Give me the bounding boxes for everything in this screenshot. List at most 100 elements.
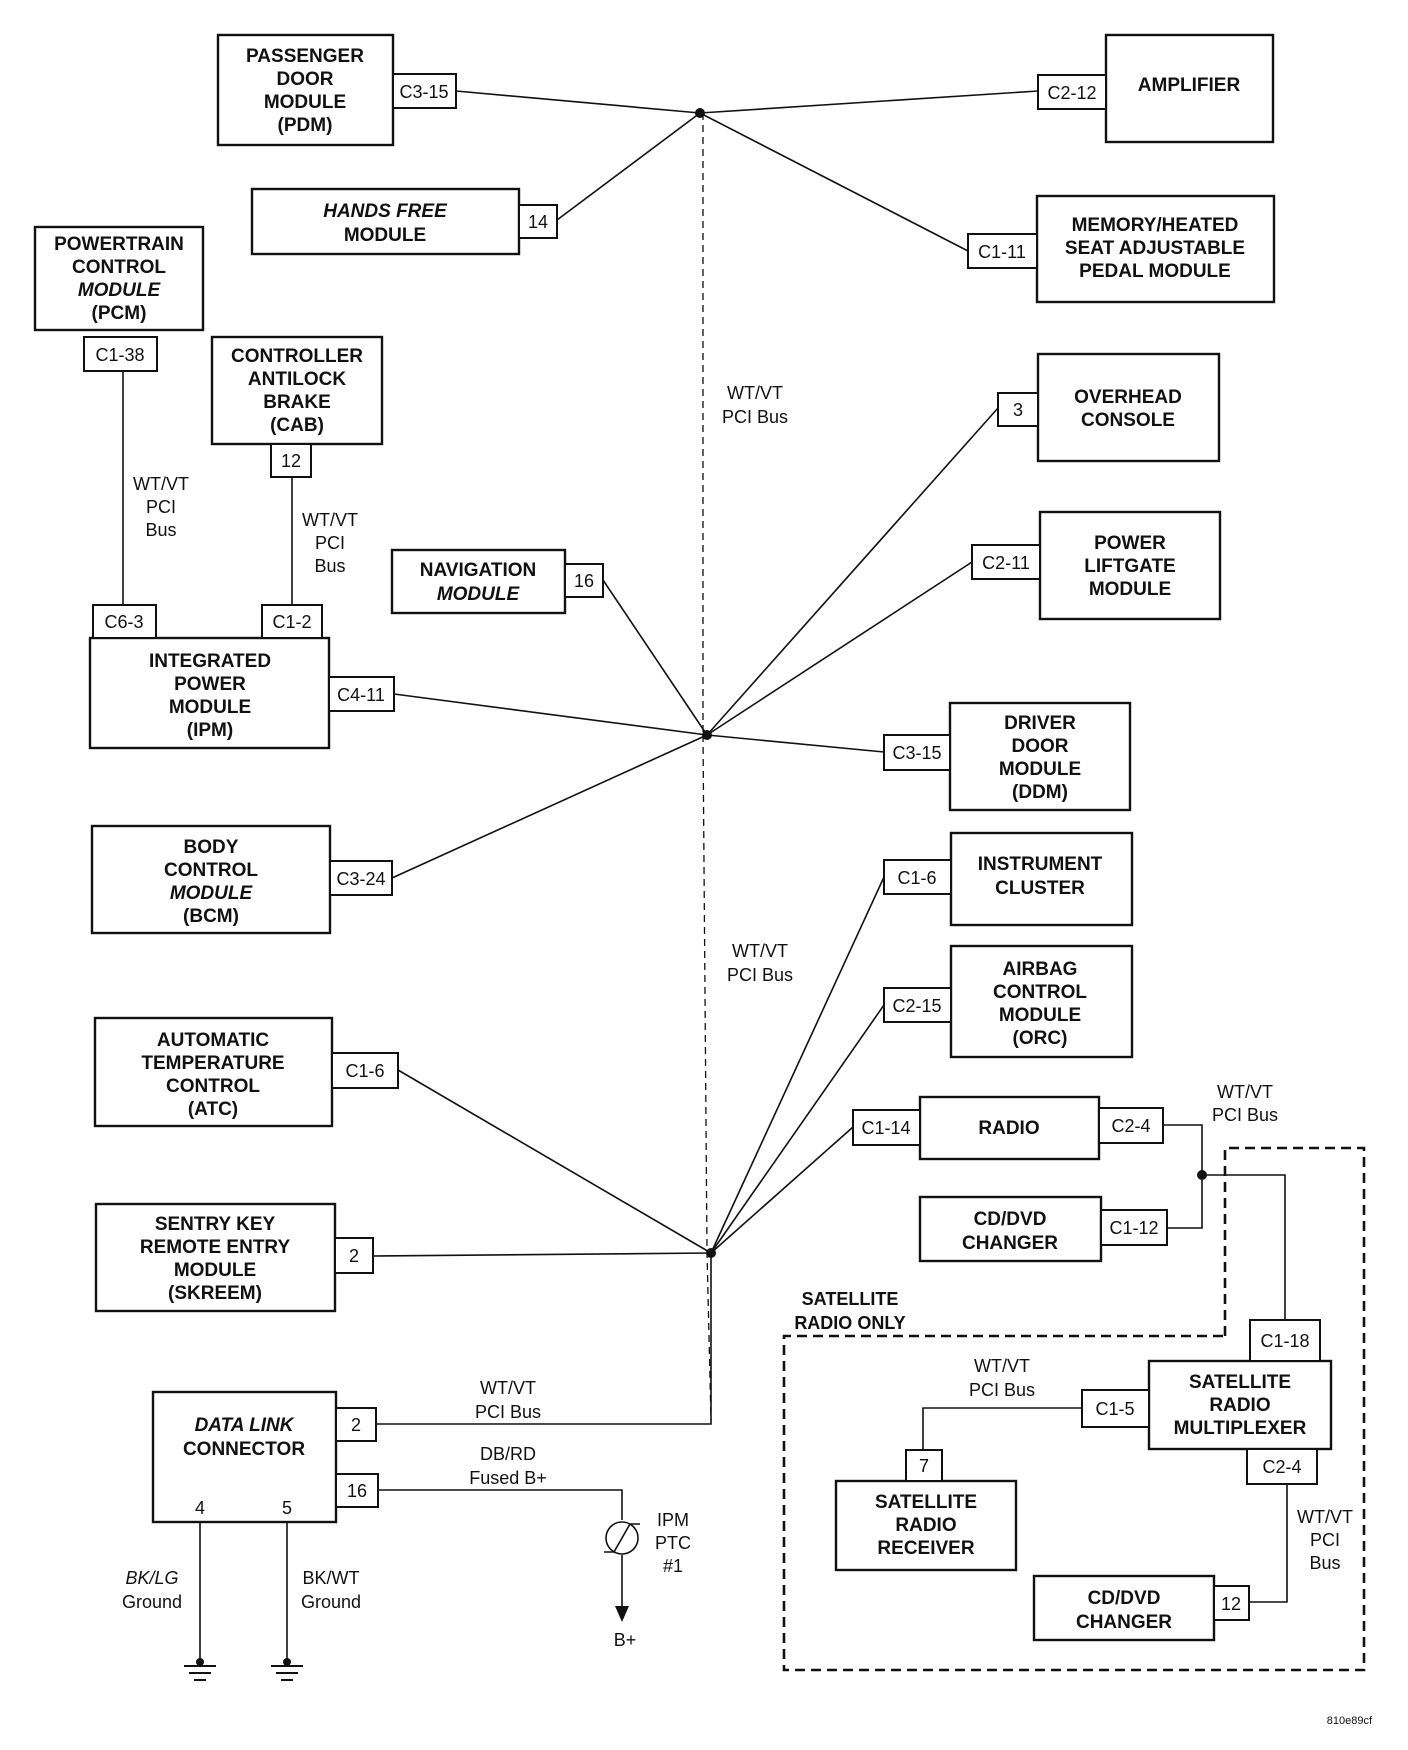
module-pdm: PASSENGER DOOR MODULE (PDM) C3-15	[216, 33, 457, 147]
wire-ipm	[393, 693, 708, 736]
module-label: CD/DVD	[974, 1209, 1047, 1230]
module-label: MODULE	[170, 883, 254, 904]
wire-ddm	[706, 734, 885, 753]
pin-label: 7	[919, 1456, 929, 1476]
module-label: POWER	[174, 674, 246, 695]
module-label: DATA LINK	[195, 1415, 295, 1436]
module-label: CONSOLE	[1081, 410, 1175, 431]
wire-overhead	[706, 407, 999, 736]
module-label: RADIO	[1209, 1395, 1270, 1416]
module-label: MODULE	[1089, 579, 1171, 600]
pin-label: 16	[347, 1481, 367, 1501]
module-cd-dvd-changer-satellite: CD/DVD CHANGER 12	[1032, 1574, 1250, 1642]
wire-label: BK/LG	[125, 1568, 178, 1588]
module-label: (CAB)	[270, 415, 324, 436]
pin-label: C3-15	[892, 743, 941, 763]
module-label: SEAT ADJUSTABLE	[1065, 238, 1245, 259]
pin-label: 16	[574, 571, 594, 591]
module-label: CONTROL	[72, 257, 166, 278]
splice-radio	[1197, 1170, 1207, 1180]
module-cd-dvd-changer: CD/DVD CHANGER C1-12	[918, 1195, 1168, 1263]
wire-radio-sat	[1202, 1174, 1286, 1320]
module-label: (BCM)	[183, 906, 239, 927]
wire-bcm	[391, 734, 708, 879]
module-atc: AUTOMATIC TEMPERATURE CONTROL (ATC) C1-6	[93, 1016, 399, 1128]
ptc-fuse-icon	[604, 1521, 640, 1555]
module-label: RECEIVER	[877, 1538, 974, 1559]
module-label: POWER	[1094, 533, 1166, 554]
pci-bus-labels: WT/VT PCI Bus WT/VT PCI Bus WT/VT PCI Bu…	[133, 383, 1353, 1573]
module-label: RADIO	[895, 1515, 956, 1536]
pin-label: 12	[1221, 1594, 1241, 1614]
module-label: HANDS FREE	[323, 201, 448, 222]
module-label: (ATC)	[188, 1099, 238, 1120]
wire-label: BK/WT	[303, 1568, 360, 1588]
pin-label: 14	[528, 212, 548, 232]
module-amplifier: AMPLIFIER C2-12	[1037, 33, 1275, 144]
bus-label: PCI Bus	[475, 1402, 541, 1422]
module-airbag: AIRBAG CONTROL MODULE (ORC) C2-15	[883, 944, 1134, 1059]
module-label: AIRBAG	[1003, 959, 1078, 980]
module-memory-seat: MEMORY/HEATED SEAT ADJUSTABLE PEDAL MODU…	[967, 194, 1276, 304]
ground-icon	[184, 1658, 216, 1681]
wire-label: Ground	[122, 1592, 182, 1612]
wire-airbag	[710, 1004, 885, 1254]
module-label: CHANGER	[1076, 1612, 1172, 1633]
module-label: AUTOMATIC	[157, 1030, 270, 1051]
module-label: INSTRUMENT	[978, 854, 1103, 875]
wire-cluster	[710, 876, 885, 1254]
module-label: CONNECTOR	[183, 1439, 305, 1460]
module-label: CD/DVD	[1088, 1588, 1161, 1609]
bus-label: PCI Bus	[722, 407, 788, 427]
module-cab: CONTROLLER ANTILOCK BRAKE (CAB) 12	[210, 335, 384, 478]
module-label: (PDM)	[278, 115, 333, 136]
bus-label: PCI	[1310, 1530, 1340, 1550]
wire-hands-free	[556, 112, 701, 221]
module-label: BRAKE	[263, 392, 331, 413]
module-instrument-cluster: INSTRUMENT CLUSTER C1-6	[883, 831, 1134, 927]
module-label: DOOR	[277, 69, 334, 90]
module-label: SATELLITE	[875, 1492, 977, 1513]
module-label: (ORC)	[1013, 1028, 1068, 1049]
module-ddm: DRIVER DOOR MODULE (DDM) C3-15	[883, 701, 1132, 812]
module-navigation: NAVIGATION MODULE 16	[390, 548, 604, 615]
pci-bus-trunk-lower	[702, 734, 712, 1421]
module-label: PEDAL MODULE	[1079, 261, 1231, 282]
wires	[122, 90, 1288, 1660]
satellite-only-note: SATELLITE RADIO ONLY	[794, 1289, 905, 1333]
module-label: INTEGRATED	[149, 651, 271, 672]
module-label: MODULE	[344, 225, 426, 246]
module-label: TEMPERATURE	[141, 1053, 284, 1074]
bus-label: WT/VT	[480, 1378, 536, 1398]
bus-label: WT/VT	[302, 510, 358, 530]
bus-label: WT/VT	[133, 474, 189, 494]
wire-radio-cd	[1163, 1124, 1203, 1229]
module-label: RADIO	[978, 1118, 1039, 1139]
pin-label: 12	[281, 451, 301, 471]
module-label: ANTILOCK	[248, 369, 346, 390]
wire-mux-cd2	[1249, 1481, 1288, 1603]
bus-label: WT/VT	[1297, 1507, 1353, 1527]
module-label: REMOTE ENTRY	[140, 1237, 291, 1258]
wire-dlc-bus	[376, 1253, 712, 1425]
figure-id: 810e89cf	[1327, 1715, 1373, 1727]
wire-pdm	[455, 90, 701, 114]
module-label: CONTROL	[164, 860, 258, 881]
pin-label: C1-6	[897, 868, 936, 888]
bus-label: Bus	[145, 520, 176, 540]
module-label: AMPLIFIER	[1138, 75, 1241, 96]
pin-label: C4-11	[337, 685, 385, 705]
wire-atc	[397, 1069, 712, 1254]
pin-label: C1-14	[861, 1118, 910, 1138]
pin-label: C1-2	[272, 612, 311, 632]
pin-label: C1-11	[978, 242, 1026, 262]
pin-label: 2	[351, 1415, 361, 1435]
module-label: CONTROLLER	[231, 346, 363, 367]
module-label: MODULE	[437, 584, 521, 605]
wire-amplifier	[699, 90, 1039, 114]
bplus-arrow-icon	[615, 1606, 629, 1622]
wire-memory-seat	[699, 112, 969, 252]
pin-label: C3-15	[399, 82, 448, 102]
bus-label: PCI Bus	[969, 1380, 1035, 1400]
